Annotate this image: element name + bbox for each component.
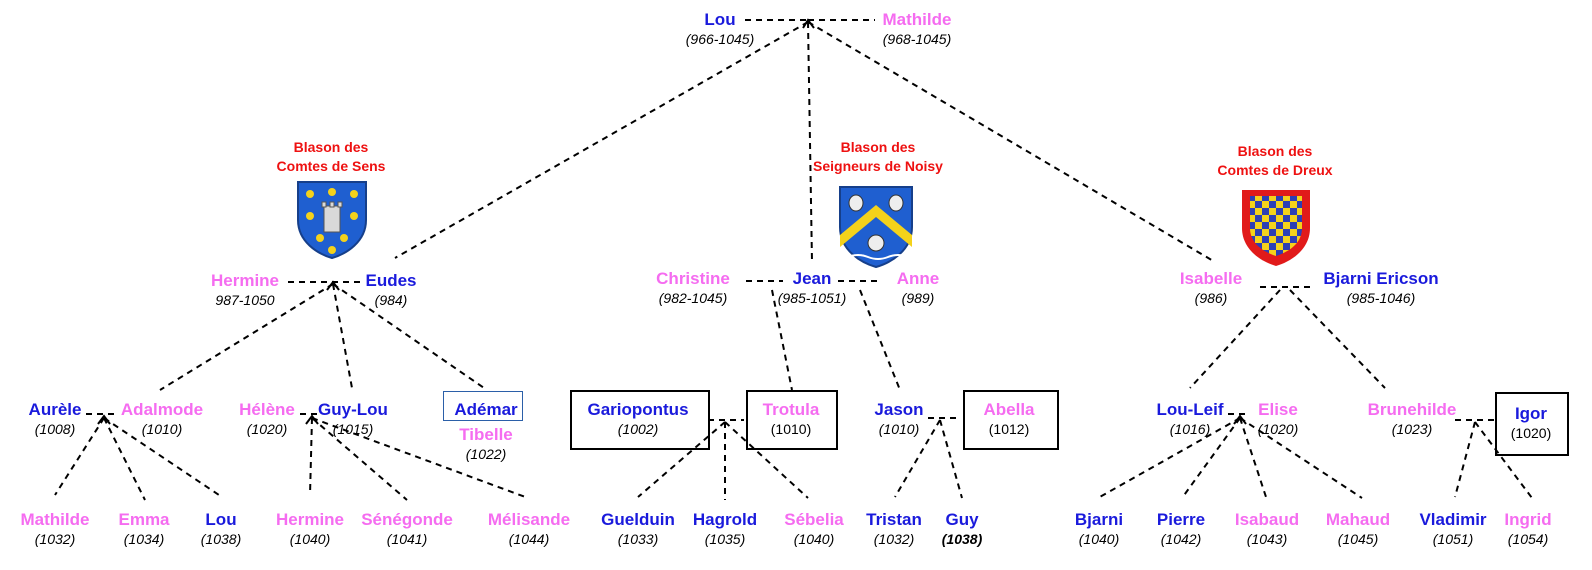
- person-ingrid: Ingrid (1054): [1504, 510, 1552, 547]
- person-hermine-g3: Hermine (1040): [275, 510, 345, 547]
- shield-checky-icon: [1242, 190, 1310, 266]
- person-isabaud: Isabaud (1043): [1234, 510, 1300, 547]
- person-ademar: Adémar: [454, 400, 518, 419]
- person-emma: Emma (1034): [118, 510, 170, 547]
- person-bjarni: Bjarni (1040): [1074, 510, 1124, 547]
- person-trotula: Trotula (1010): [762, 400, 820, 437]
- person-christine: Christine (982-1045): [656, 269, 730, 306]
- person-tibelle: Tibelle (1022): [459, 425, 513, 462]
- person-guelduin: Guelduin (1033): [601, 510, 675, 547]
- person-vladimir: Vladimir (1051): [1419, 510, 1487, 547]
- person-anne: Anne (989): [896, 269, 940, 306]
- person-melisande: Mélisande (1044): [487, 510, 571, 547]
- person-helene: Hélène (1020): [239, 400, 295, 437]
- person-mahaud: Mahaud (1045): [1325, 510, 1391, 547]
- person-bjarni-ericson: Bjarni Ericson (985-1046): [1323, 269, 1439, 306]
- box-gariopontus: [570, 390, 710, 450]
- person-lou-g3: Lou (1038): [200, 510, 242, 547]
- person-abella: Abella (1012): [983, 400, 1035, 437]
- box-trotula: [746, 390, 838, 450]
- person-hagrold: Hagrold (1035): [692, 510, 758, 547]
- person-guy-lou: Guy-Lou (1015): [318, 400, 388, 437]
- person-jean: Jean (985-1051): [777, 269, 847, 306]
- person-hermine-g1: Hermine 987-1050: [210, 271, 280, 308]
- person-senegonde: Sénégonde (1041): [361, 510, 453, 547]
- person-mathilde-root: Mathilde (968-1045): [882, 10, 952, 47]
- person-jason: Jason (1010): [874, 400, 924, 437]
- box-ademar: [443, 391, 523, 421]
- person-pierre: Pierre (1042): [1156, 510, 1206, 547]
- person-lou-root: Lou (966-1045): [685, 10, 755, 47]
- person-mathilde-g3: Mathilde (1032): [20, 510, 90, 547]
- box-abella: [963, 390, 1059, 450]
- person-sebelia: Sébelia (1040): [784, 510, 844, 547]
- person-guy: Guy (1038): [941, 510, 983, 547]
- person-eudes: Eudes (984): [365, 271, 417, 308]
- box-igor: [1495, 392, 1569, 456]
- person-isabelle: Isabelle (986): [1179, 269, 1243, 306]
- shield-chevron-icon: [839, 186, 913, 269]
- person-igor: Igor (1020): [1510, 404, 1552, 441]
- person-tristan: Tristan (1032): [866, 510, 922, 547]
- person-lou-leif: Lou-Leif (1016): [1156, 400, 1224, 437]
- person-aurele: Aurèle (1008): [28, 400, 82, 437]
- person-gariopontus: Gariopontus (1002): [587, 400, 689, 437]
- person-brunehilde: Brunehilde (1023): [1367, 400, 1457, 437]
- shield-fleur-de-lis-tower-icon: [297, 181, 367, 260]
- person-elise: Elise (1020): [1257, 400, 1299, 437]
- person-adalmode: Adalmode (1010): [120, 400, 204, 437]
